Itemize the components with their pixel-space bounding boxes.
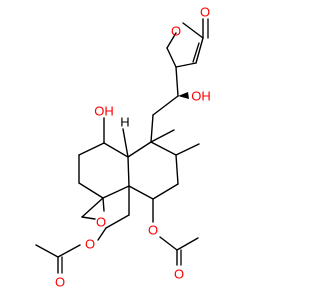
acetate2-ether-o-label: O bbox=[148, 223, 158, 238]
upper-ring bbox=[127, 129, 200, 200]
bond bbox=[159, 236, 178, 251]
bond bbox=[57, 244, 81, 258]
bond bbox=[152, 95, 179, 116]
h-bond bbox=[122, 128, 129, 158]
bond bbox=[81, 216, 96, 220]
bond bbox=[152, 183, 179, 200]
bond bbox=[192, 42, 200, 63]
butenolide-ring bbox=[166, 18, 209, 68]
epoxide-ring bbox=[81, 197, 105, 220]
ring-acetoxy bbox=[152, 198, 199, 266]
bond bbox=[166, 32, 177, 49]
bond bbox=[150, 141, 177, 156]
bond bbox=[182, 22, 204, 39]
ring-oh-label: OH bbox=[94, 104, 114, 119]
molecule-svg: O O OH OH H O O O O O bbox=[35, 5, 211, 290]
bond bbox=[175, 154, 179, 185]
bond bbox=[150, 114, 154, 143]
acetate1-carbonyl-o-label: O bbox=[55, 275, 65, 290]
bond bbox=[195, 37, 204, 64]
chemical-structure-figure: O O OH OH H O O O O O bbox=[35, 4, 211, 290]
bond bbox=[105, 214, 130, 229]
bond bbox=[81, 197, 104, 218]
ring-h-label: H bbox=[120, 115, 129, 130]
acetoxymethyl-arm bbox=[35, 185, 130, 274]
methyl-bond bbox=[175, 143, 200, 156]
bond bbox=[176, 237, 199, 251]
bond bbox=[97, 227, 107, 241]
bond bbox=[128, 185, 154, 200]
acetate1-ether-o-label: O bbox=[85, 237, 95, 252]
lactone-carbonyl-o-label: O bbox=[200, 5, 210, 20]
bond bbox=[175, 66, 179, 97]
bond bbox=[166, 47, 177, 68]
wedge-bond bbox=[178, 92, 189, 99]
acetate2-carbonyl-o-label: O bbox=[174, 267, 184, 282]
bond bbox=[127, 156, 130, 187]
bond bbox=[102, 197, 105, 212]
side-chain bbox=[150, 66, 189, 143]
lactone-ring-o-label: O bbox=[171, 24, 181, 39]
bond bbox=[103, 142, 129, 158]
epoxide-o-label: O bbox=[96, 215, 106, 230]
bond bbox=[102, 185, 130, 199]
side-chain-oh-label: OH bbox=[191, 89, 211, 104]
bond bbox=[175, 62, 197, 68]
bond bbox=[127, 141, 152, 158]
lower-ring bbox=[78, 117, 130, 199]
bond bbox=[78, 182, 104, 199]
bond bbox=[78, 142, 105, 156]
atom-labels: O O OH OH H O O O O O bbox=[55, 5, 211, 290]
bond bbox=[35, 244, 59, 258]
methyl-bond bbox=[150, 129, 175, 143]
